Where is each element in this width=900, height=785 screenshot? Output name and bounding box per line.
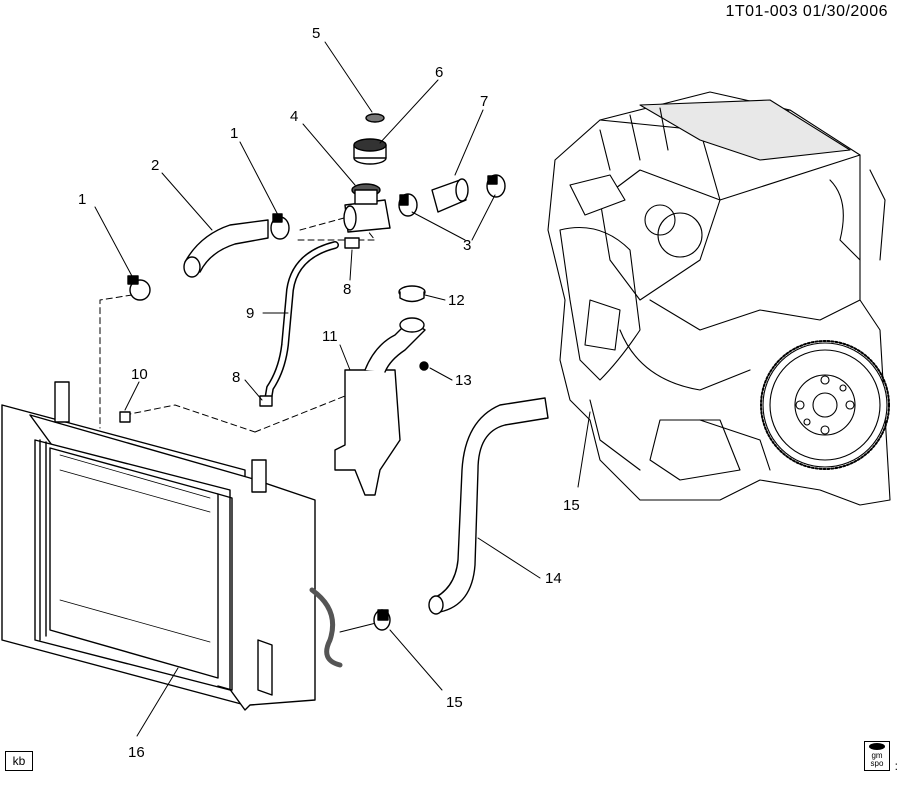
spo-text: spo — [870, 759, 884, 768]
callout-1-upper: 1 — [230, 125, 238, 142]
pressure-cap — [353, 113, 387, 165]
diagram-code-date: 1T01-003 01/30/2006 — [725, 3, 888, 20]
callout-3: 3 — [463, 237, 471, 254]
callout-13: 13 — [455, 372, 472, 389]
callout-5: 5 — [312, 25, 320, 42]
gm-logo-mark — [869, 743, 885, 750]
thermostat — [398, 174, 506, 217]
upper-radiator-hose — [183, 219, 269, 278]
callout-7: 7 — [480, 93, 488, 110]
bypass-hose — [259, 237, 360, 407]
callout-11: 11 — [322, 328, 338, 345]
callout-15-upper: 15 — [563, 497, 580, 514]
gm-text: gm — [871, 751, 883, 760]
callout-14: 14 — [545, 570, 562, 587]
hose-clamp-upper — [270, 213, 290, 240]
coolant-surge-tank — [334, 285, 429, 496]
illustrator-tag: kb — [5, 751, 33, 771]
lower-radiator-hose — [428, 397, 549, 615]
callout-4: 4 — [290, 108, 298, 125]
callout-15-lower: 15 — [446, 694, 463, 711]
callout-6: 6 — [435, 64, 443, 81]
corner-mark: : — [894, 759, 898, 773]
callout-16: 16 — [128, 744, 145, 761]
callout-2: 2 — [151, 157, 159, 174]
callout-8-lower: 8 — [232, 369, 240, 386]
gm-spo-logo: gm spo — [864, 741, 890, 771]
callout-1-left: 1 — [78, 191, 86, 208]
hose-clamp-left — [127, 275, 151, 301]
water-outlet-housing — [343, 183, 391, 233]
engine-assembly — [547, 91, 891, 506]
callout-10: 10 — [131, 366, 148, 383]
radiator — [1, 381, 343, 711]
callout-12: 12 — [448, 292, 465, 309]
callout-9: 9 — [246, 305, 254, 322]
callout-8-upper: 8 — [343, 281, 351, 298]
